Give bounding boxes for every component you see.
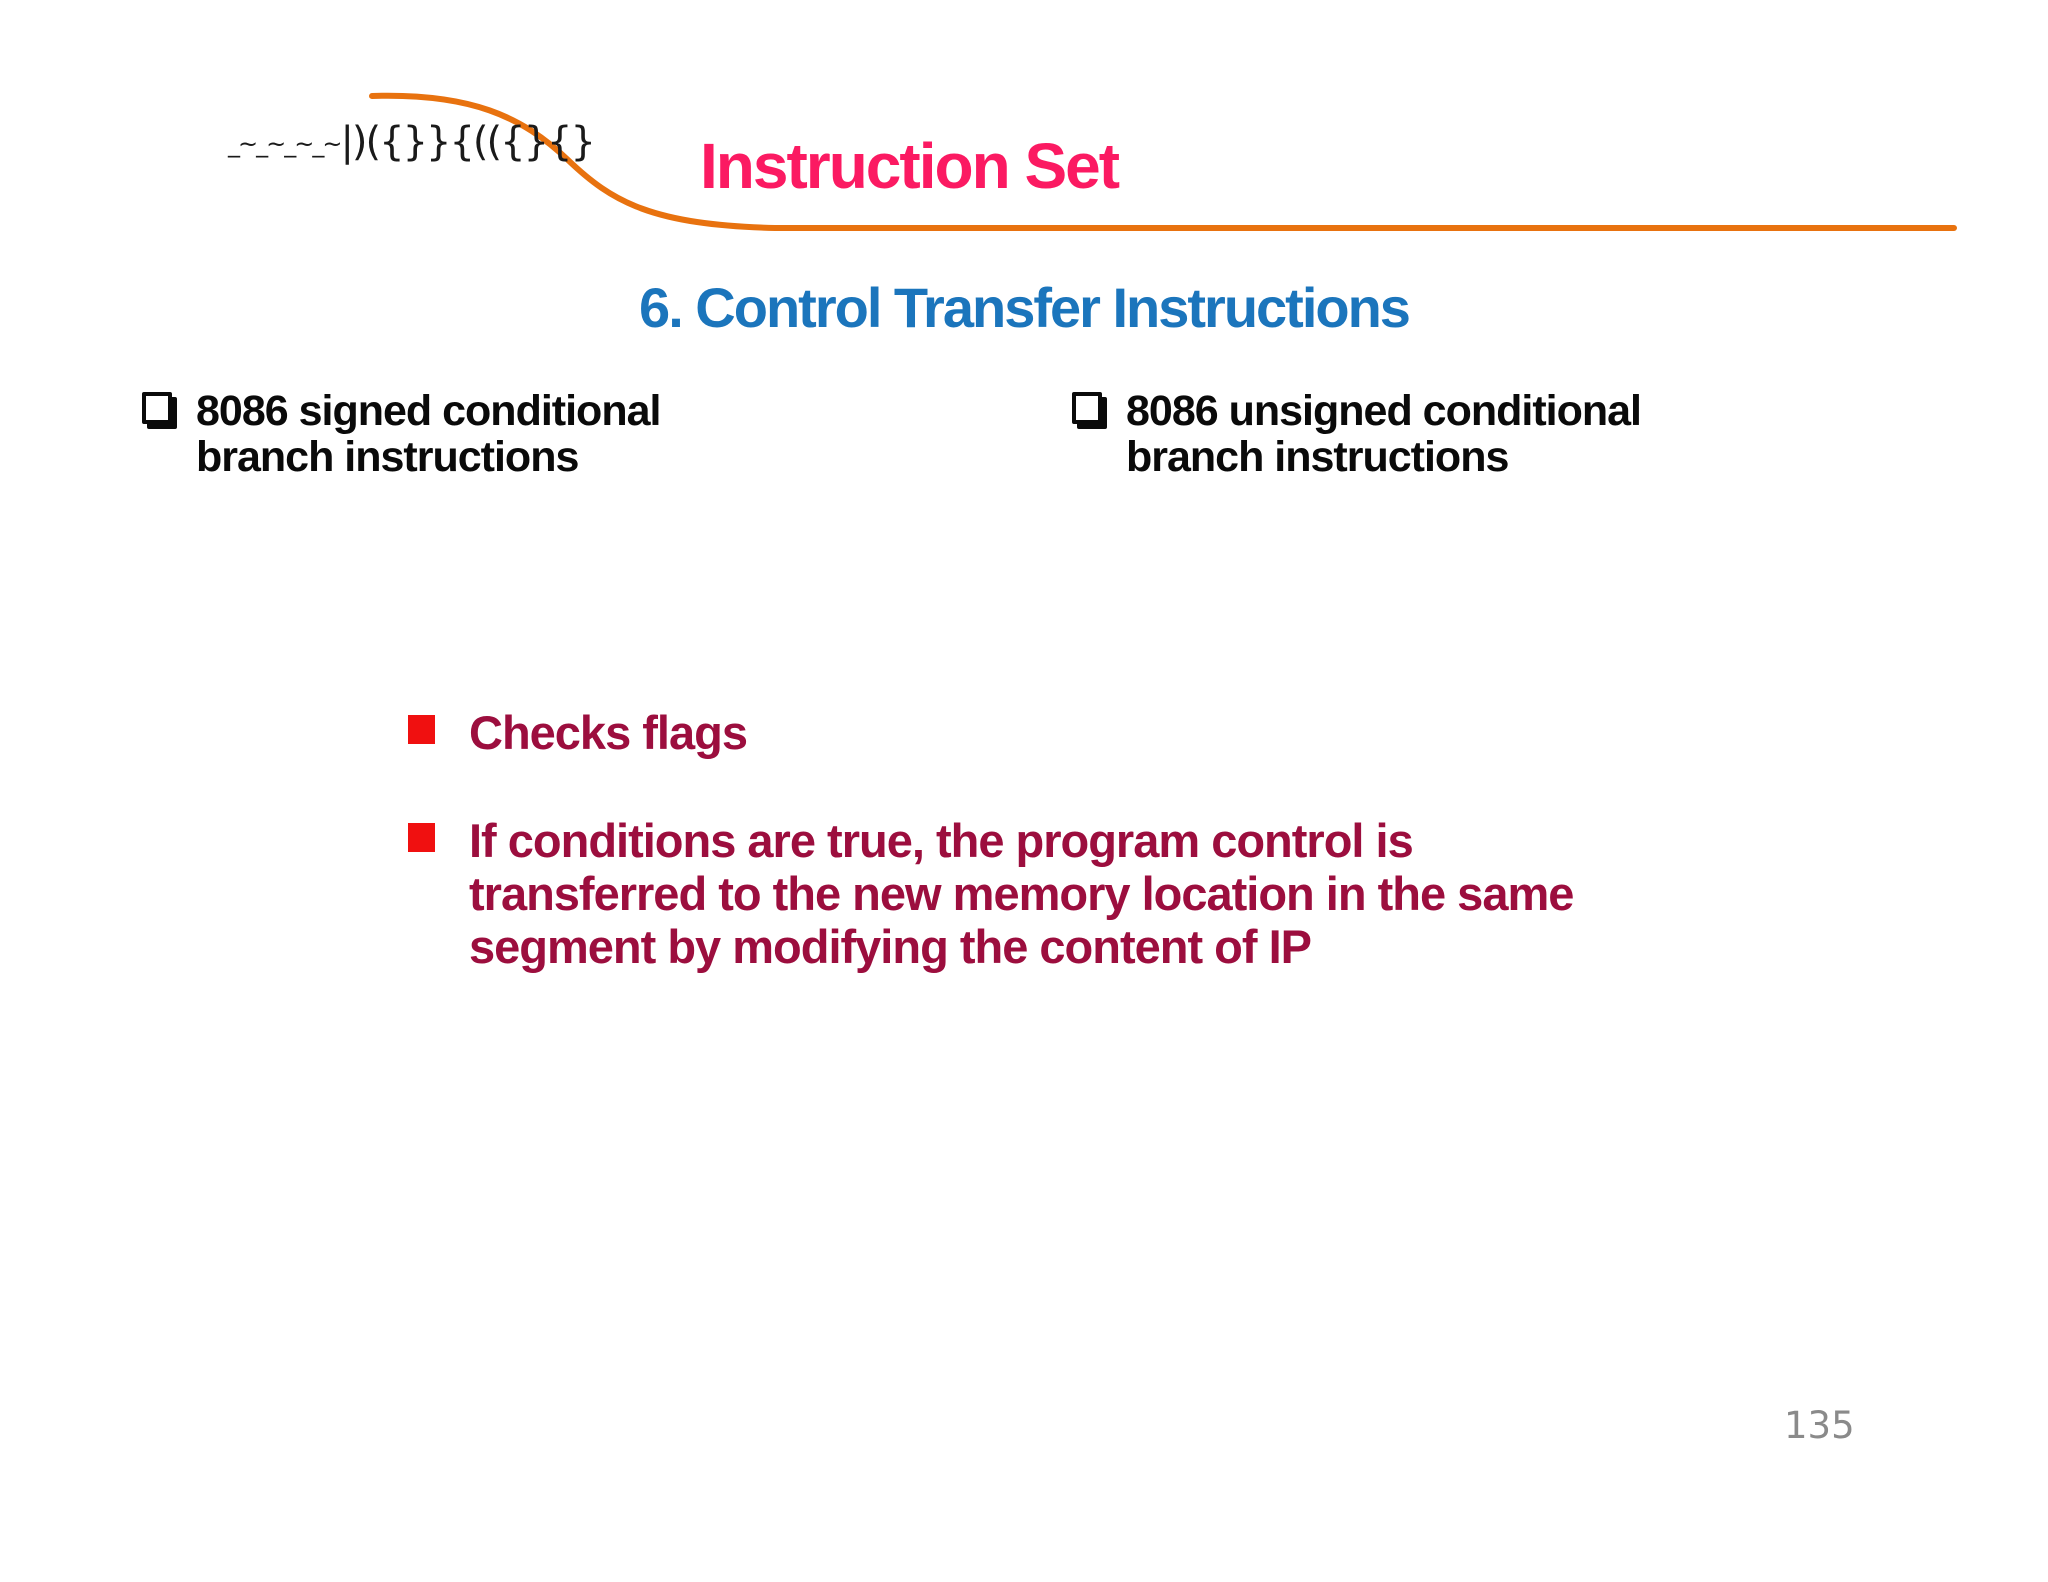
- text-line: If conditions are true, the program cont…: [469, 814, 1414, 867]
- text-line: transferred to the new memory location i…: [469, 867, 1574, 920]
- section-heading: 6. Control Transfer Instructions: [639, 276, 1411, 339]
- bullet-text: If conditions are true, the program cont…: [469, 814, 1574, 973]
- red-square-bullet-icon: [408, 823, 435, 852]
- logo-bracket-glyphs: |)({}}{(({}{}: [340, 119, 595, 165]
- bullet-conditions-paragraph: If conditions are true, the program cont…: [408, 814, 1574, 973]
- bullet-text: Checks flags: [469, 706, 748, 759]
- logo: _~_~_~_~ |)({}}{(({}{}: [228, 119, 596, 165]
- checkbox-icon: [142, 392, 172, 424]
- text-line: segment by modifying the content of IP: [469, 920, 1312, 973]
- red-square-bullet-icon: [408, 715, 435, 744]
- text-line: 8086 signed conditional: [196, 387, 661, 435]
- bullet-checks-flags: Checks flags: [408, 706, 748, 759]
- logo-squiggle-glyphs: _~_~_~_~: [228, 130, 342, 158]
- checkbox-item-unsigned: 8086 unsigned conditional branch instruc…: [1072, 387, 1642, 481]
- checkbox-item-signed: 8086 signed conditional branch instructi…: [142, 387, 661, 481]
- page-number: 135: [1784, 1404, 1855, 1447]
- checkbox-item-text: 8086 unsigned conditional branch instruc…: [1126, 387, 1642, 481]
- text-line: 8086 unsigned conditional: [1126, 387, 1642, 435]
- text-line: Checks flags: [469, 706, 748, 759]
- checkbox-item-text: 8086 signed conditional branch instructi…: [196, 387, 661, 481]
- page-title: Instruction Set: [700, 130, 1120, 202]
- text-line: branch instructions: [196, 433, 579, 481]
- text-line: branch instructions: [1126, 433, 1509, 481]
- checkbox-icon: [1072, 392, 1102, 424]
